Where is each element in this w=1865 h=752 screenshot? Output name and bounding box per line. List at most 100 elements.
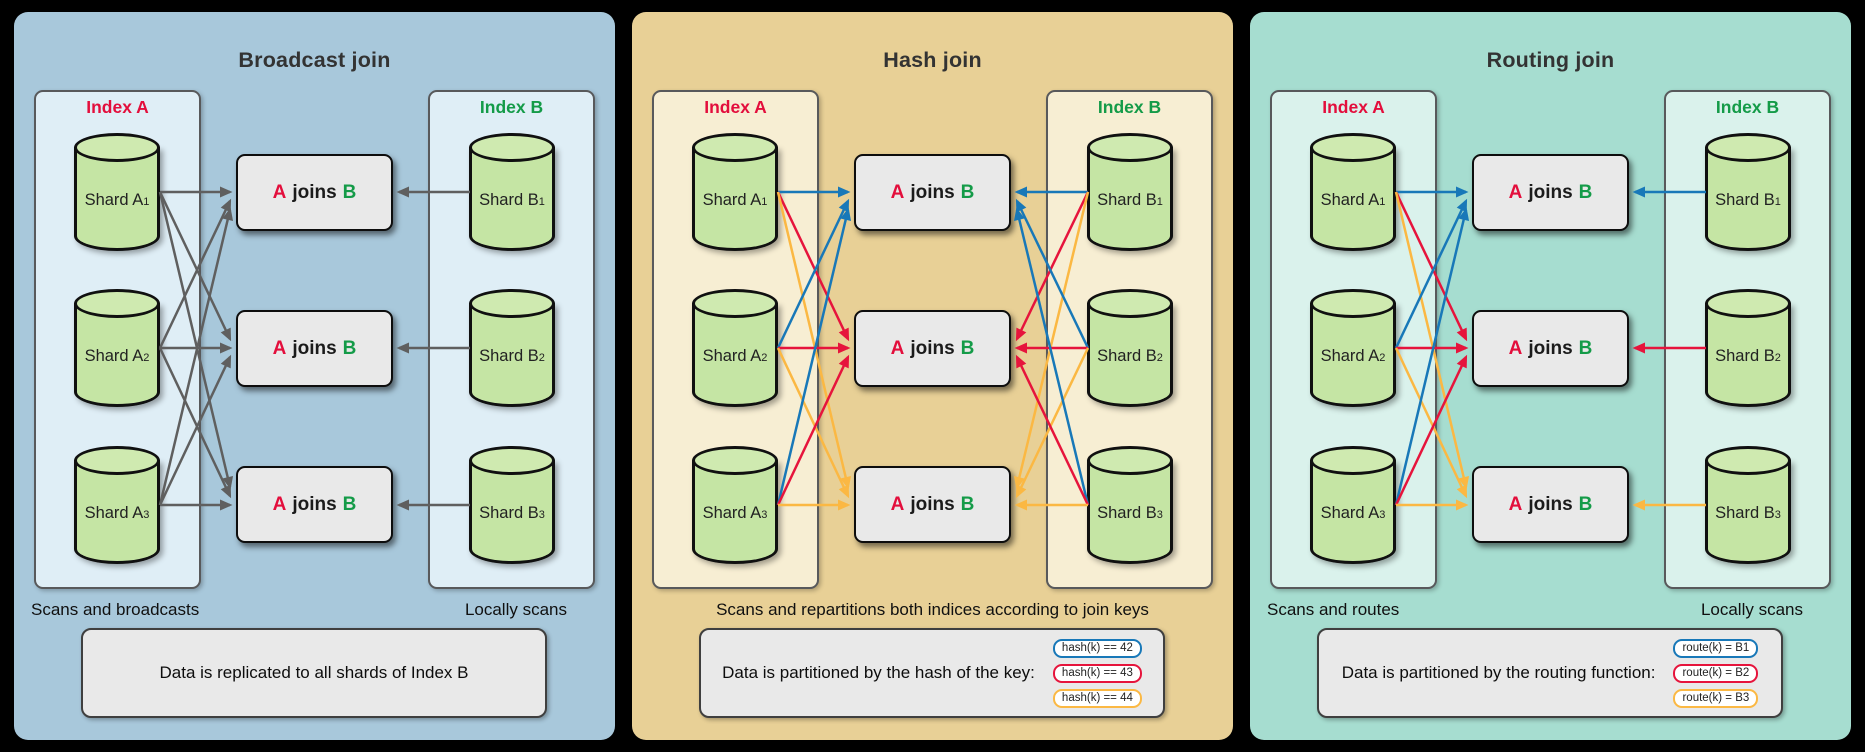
join-a-label: A: [1508, 181, 1523, 203]
cylinder-body: [1087, 460, 1173, 564]
shard-a3-cylinder: Shard A3: [1310, 446, 1396, 564]
cylinder-body: [1705, 303, 1791, 407]
shard-sub: 2: [1156, 352, 1163, 364]
shard-name: Shard A: [702, 504, 762, 522]
join-a-label: A: [272, 493, 287, 515]
panel-broadcast-join: Broadcast join Index A Index B Shard A1 …: [14, 12, 615, 740]
shard-label: Shard A3: [692, 504, 778, 523]
shard-name: Shard B: [1097, 504, 1157, 522]
index-b-label: Index B: [479, 97, 544, 117]
cylinder-top: [1087, 289, 1173, 318]
cylinder-body: [1310, 147, 1396, 251]
shard-b1-cylinder: Shard B1: [469, 133, 555, 251]
shard-label: Shard A2: [692, 347, 778, 366]
shard-b2-cylinder: Shard B2: [469, 289, 555, 407]
shard-b1-cylinder: Shard B1: [1087, 133, 1173, 251]
note-text: Data is partitioned by the routing funct…: [1341, 663, 1656, 682]
join-a-label: A: [1508, 337, 1523, 359]
join-joins-label: joins: [292, 493, 337, 515]
join-joins-label: joins: [292, 181, 337, 203]
cylinder-body: [469, 147, 555, 251]
pill-route-b1: route(k) = B1: [1673, 638, 1759, 658]
join-b-label: B: [960, 337, 975, 359]
cylinder-top: [469, 446, 555, 475]
shard-name: Shard A: [1320, 191, 1380, 209]
shard-sub: 1: [143, 196, 150, 208]
shard-b3-cylinder: Shard B3: [1705, 446, 1791, 564]
cylinder-body: [1310, 460, 1396, 564]
cylinder-body: [74, 147, 160, 251]
shard-sub: 3: [1379, 509, 1386, 521]
shard-b3-cylinder: Shard B3: [1087, 446, 1173, 564]
cylinder-top: [692, 446, 778, 475]
cylinder-top: [1705, 289, 1791, 318]
shard-a3-cylinder: Shard A3: [74, 446, 160, 564]
note-text: Data is partitioned by the hash of the k…: [722, 663, 1035, 682]
cylinder-body: [1705, 460, 1791, 564]
shard-name: Shard B: [1097, 347, 1157, 365]
cylinder-top: [692, 289, 778, 318]
caption-left: Scans and broadcasts: [31, 600, 200, 619]
join-b-label: B: [342, 181, 357, 203]
shard-name: Shard A: [702, 191, 762, 209]
shard-sub: 2: [538, 352, 545, 364]
shard-sub: 3: [761, 509, 768, 521]
join-b-label: B: [1578, 181, 1593, 203]
cylinder-top: [1087, 133, 1173, 162]
cylinder-body: [469, 460, 555, 564]
note-box: Data is partitioned by the hash of the k…: [699, 628, 1165, 718]
shard-sub: 3: [538, 509, 545, 521]
cylinder-body: [1310, 303, 1396, 407]
shard-sub: 3: [1774, 509, 1781, 521]
cylinder-top: [1310, 289, 1396, 318]
shard-sub: 2: [1774, 352, 1781, 364]
join-joins-label: joins: [292, 337, 337, 359]
shard-name: Shard B: [1715, 191, 1775, 209]
cylinder-top: [1705, 133, 1791, 162]
shard-name: Shard A: [1320, 347, 1380, 365]
shard-name: Shard B: [479, 191, 539, 209]
join-a-label: A: [1508, 493, 1523, 515]
join-b-label: B: [1578, 337, 1593, 359]
join-b-label: B: [1578, 493, 1593, 515]
join-b-label: B: [960, 493, 975, 515]
join-joins-label: joins: [910, 337, 955, 359]
cylinder-body: [692, 303, 778, 407]
join-a-label: A: [890, 337, 905, 359]
shard-sub: 1: [538, 196, 545, 208]
note-text: Data is replicated to all shards of Inde…: [159, 663, 469, 682]
shard-a2-cylinder: Shard A2: [692, 289, 778, 407]
join-joins-label: joins: [1528, 493, 1573, 515]
shard-b2-cylinder: Shard B2: [1705, 289, 1791, 407]
cylinder-top: [74, 446, 160, 475]
shard-label: Shard B2: [1705, 347, 1791, 366]
shard-sub: 1: [1156, 196, 1163, 208]
shard-sub: 2: [761, 352, 768, 364]
join-a-label: A: [272, 337, 287, 359]
caption-left: Scans and routes: [1267, 600, 1400, 619]
shard-label: Shard A1: [692, 191, 778, 210]
join-joins-label: joins: [1528, 337, 1573, 359]
note-box: Data is replicated to all shards of Inde…: [81, 628, 547, 718]
shard-label: Shard B3: [469, 504, 555, 523]
shard-a1-cylinder: Shard A1: [1310, 133, 1396, 251]
shard-b3-cylinder: Shard B3: [469, 446, 555, 564]
caption-right: Locally scans: [464, 600, 567, 619]
cylinder-top: [1310, 446, 1396, 475]
join-b-label: B: [342, 493, 357, 515]
shard-a2-cylinder: Shard A2: [1310, 289, 1396, 407]
cylinder-body: [1705, 147, 1791, 251]
shard-name: Shard A: [84, 191, 144, 209]
cylinder-top: [469, 289, 555, 318]
shard-name: Shard B: [1715, 347, 1775, 365]
shard-label: Shard A3: [74, 504, 160, 523]
index-a-label: Index A: [1322, 97, 1385, 117]
shard-a1-cylinder: Shard A1: [74, 133, 160, 251]
index-a-label: Index A: [704, 97, 767, 117]
shard-sub: 3: [1156, 509, 1163, 521]
